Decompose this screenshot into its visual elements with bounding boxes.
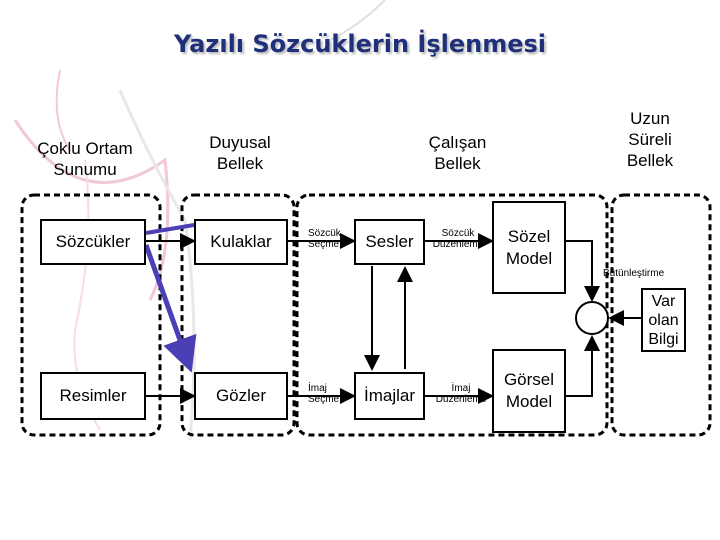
eyes-box: Gözler [194,372,288,420]
arrow-verbal-integrate [566,240,600,302]
arrow-words-ears-blue [145,223,195,235]
multimedia-region [20,193,162,437]
multimedia-header: Çoklu Ortam Sunumu [37,139,133,179]
integration-node [575,301,609,335]
ears-box: Kulaklar [194,219,288,265]
page-title: Yazılı Sözcüklerin İşlenmesi [174,30,546,58]
sounds-box: Sesler [354,219,425,265]
working-memory-header: Çalışan Bellek [428,133,487,173]
select-words-label: Sözcük Seçme [308,228,341,250]
long-term-memory-header: Uzun Süreli Bellek [626,109,674,170]
pictorial-model-box: Görsel Model [492,349,566,433]
pictures-box: Resimler [40,372,146,420]
organize-words-label: Sözcük Düzenleme [432,228,484,250]
verbal-model-box: Sözel Model [492,201,566,294]
organize-images-label: İmaj Düzenleme [435,383,487,405]
images-box: İmajlar [354,372,425,420]
sensory-memory-header: Duyusal Bellek [209,133,271,173]
arrow-words-eyes [143,244,197,373]
arrow-pictorial-integrate [566,335,600,397]
select-images-label: İmaj Seçme [308,383,340,405]
words-box: Sözcükler [40,219,146,265]
prior-knowledge-box: Var olan Bilgi [641,288,686,352]
sensory-region [180,193,296,437]
integrate-label: Bütünleştirme [603,268,665,279]
long-term-region [610,193,712,437]
